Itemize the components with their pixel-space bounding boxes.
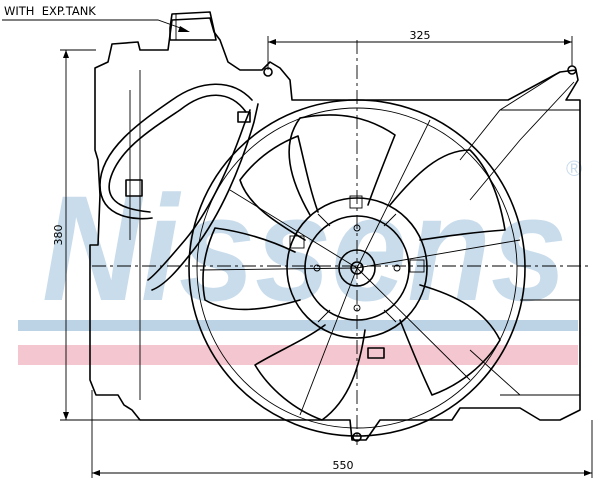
- shroud-outline: [89, 17, 581, 442]
- watermark-red-band: [18, 345, 578, 365]
- watermark-blue-band: [18, 320, 578, 331]
- exp-tank-callout: WITH EXP.TANK: [2, 4, 190, 32]
- watermark-trademark: ®: [566, 156, 582, 181]
- dimension-height: 380: [52, 225, 65, 246]
- dimension-top-width: 325: [410, 29, 431, 42]
- dimension-lines: 325 380 550: [52, 29, 593, 478]
- expansion-tank: [169, 11, 217, 41]
- watermark: Nissens ®: [18, 156, 582, 365]
- centerlines: [92, 40, 592, 445]
- watermark-brand: Nissens: [42, 164, 567, 332]
- fan-blades: [199, 114, 521, 421]
- callout-label: WITH EXP.TANK: [4, 4, 96, 18]
- dimension-bottom-width: 550: [333, 459, 354, 472]
